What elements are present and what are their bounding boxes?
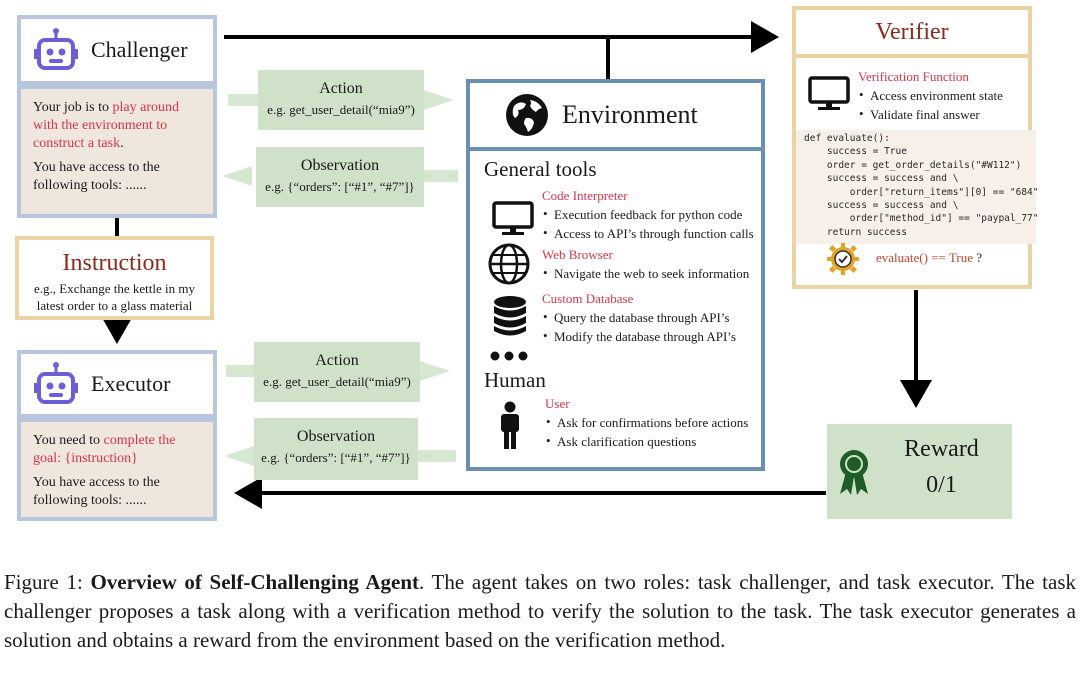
environment-title: Environment <box>562 100 698 129</box>
more-dots-icon <box>490 351 528 361</box>
executor-tools-text: You have access to the following tools: … <box>33 475 160 508</box>
earth-icon <box>506 94 548 136</box>
verification-function-title: Verification Function <box>858 69 969 84</box>
arrow-observation-bottom-head <box>224 446 254 466</box>
action-box-bottom: Action e.g. get_user_detail(“mia9”) <box>254 342 420 402</box>
verifier-box: Verifier Verification Function Access en… <box>792 6 1039 289</box>
robot-icon <box>34 362 78 404</box>
challenger-title: Challenger <box>91 37 188 62</box>
figure-caption: Figure 1: Overview of Self-Challenging A… <box>4 570 1077 652</box>
instruction-example: e.g., Exchange the kettle in my latest o… <box>33 281 195 313</box>
action-box-top: Action e.g. get_user_detail(“mia9”) <box>258 70 424 130</box>
arrow-action-bottom-right <box>226 365 256 377</box>
verifier-title: Verifier <box>796 10 1028 58</box>
observation-box-top: Observation e.g. {“orders”: [“#1”, “#7”]… <box>256 147 424 207</box>
arrow-action-top-right <box>228 94 258 106</box>
reward-value: 0/1 <box>926 472 957 498</box>
monitor-icon <box>808 76 850 110</box>
caption-bold-title: Overview of Self-Challenging Agent <box>90 570 420 594</box>
challenger-header: Challenger <box>17 15 217 85</box>
executor-title: Executor <box>91 371 171 396</box>
tool-code-interpreter: Code Interpreter <box>542 188 628 203</box>
reward-box: Reward 0/1 <box>827 424 1012 519</box>
globe-icon <box>488 243 530 285</box>
robot-icon <box>34 28 78 70</box>
arrow-action-bottom-head <box>420 361 450 381</box>
award-ribbon-icon <box>840 450 868 495</box>
challenger-tools-text: You have access to the following tools: … <box>33 160 160 193</box>
person-icon <box>501 401 519 449</box>
tool-custom-database: Custom Database <box>542 291 634 306</box>
tool-user: User <box>545 396 570 411</box>
executor-highlight: complete the goal: {instruction} <box>33 433 176 466</box>
tool-web-browser: Web Browser <box>542 247 613 262</box>
instruction-box: Instruction e.g., Exchange the kettle in… <box>15 236 214 320</box>
challenger-highlight: play around with the environment to cons… <box>33 100 179 151</box>
monitor-icon <box>492 201 534 235</box>
challenger-prompt: Your job is to play around with the envi… <box>17 85 217 218</box>
connector-arrows <box>101 21 932 509</box>
human-heading: Human <box>484 368 546 392</box>
database-icon <box>494 296 526 336</box>
environment-tools-panel: General tools Code Interpreter Execution… <box>466 151 765 471</box>
instruction-title: Instruction <box>62 250 167 276</box>
gear-check-icon <box>827 243 859 275</box>
arrow-action-top-head <box>424 90 454 110</box>
environment-header: Environment <box>466 79 765 151</box>
evaluate-code-block: def evaluate(): success = True order = g… <box>796 130 1039 244</box>
general-tools-heading: General tools <box>484 157 597 181</box>
executor-header: Executor <box>17 350 217 418</box>
observation-box-bottom: Observation e.g. {“orders”: [“#1”, “#7”]… <box>254 418 418 480</box>
green-arrows <box>222 90 458 466</box>
arrow-observation-top-head <box>222 166 252 186</box>
evaluate-result-text: evaluate() == True ? <box>876 250 983 265</box>
reward-title: Reward <box>904 436 979 462</box>
executor-prompt: You need to complete the goal: {instruct… <box>17 418 217 521</box>
